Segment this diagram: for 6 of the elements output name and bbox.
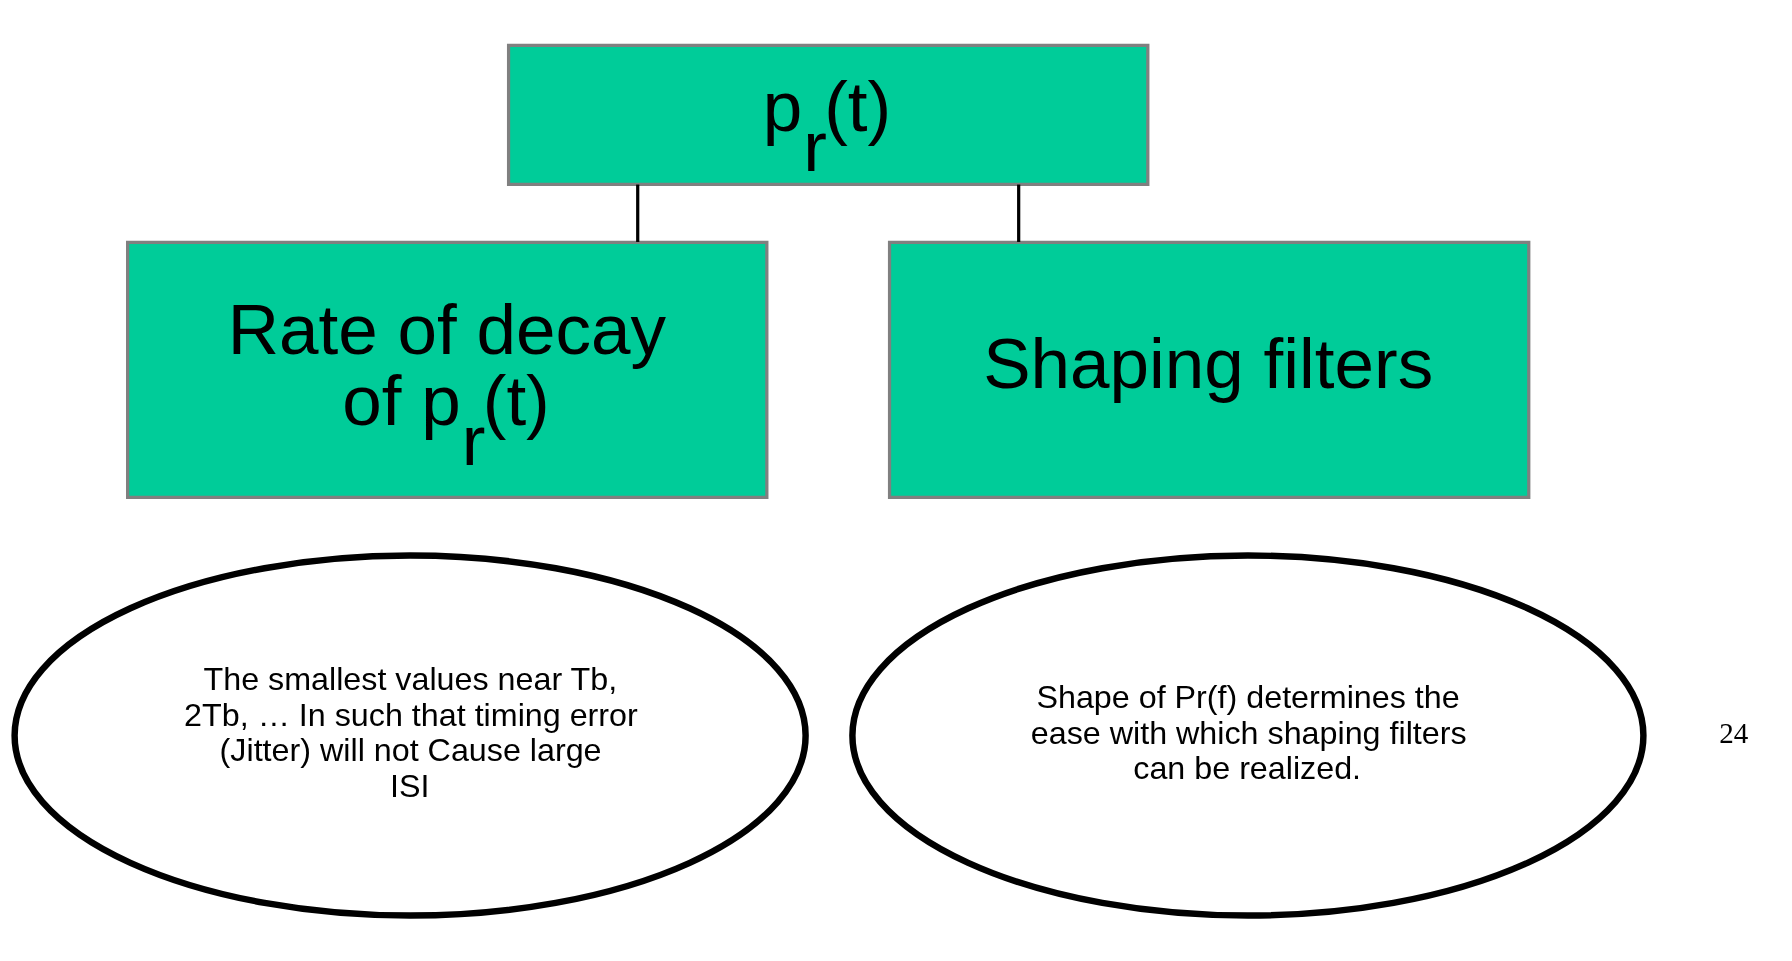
node-ellipse: The smallest values near Tb, 2Tb, … In such that timing error (Jitter) will not Cause large ISI	[11, 552, 809, 919]
connector	[1017, 184, 1021, 242]
label: 24	[1719, 716, 1749, 749]
connector	[636, 184, 640, 242]
node-ellipse: Shape of Pr(f) determines the ease with which shaping filters can be realized.	[849, 552, 1647, 919]
node-box: Shaping filters	[887, 240, 1531, 500]
